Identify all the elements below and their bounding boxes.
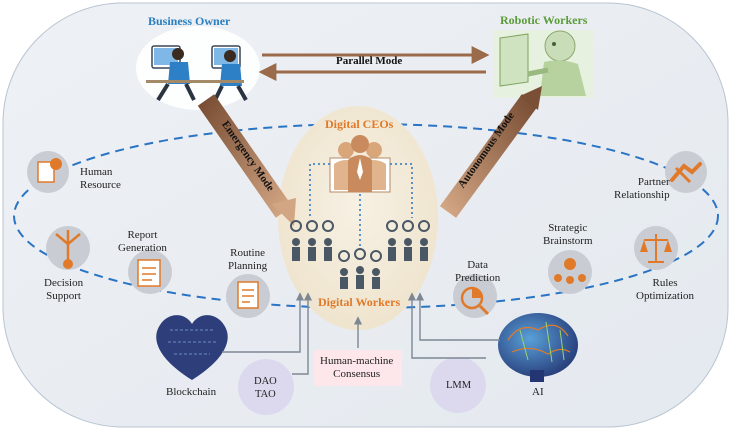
decision-support-icon: [46, 226, 90, 270]
parallel-mode-label: Parallel Mode: [336, 55, 403, 67]
robotic-workers-label: Robotic Workers: [500, 13, 588, 27]
dao-tao-circle: [238, 359, 294, 415]
data-prediction-label: Data Prediction: [455, 259, 501, 284]
rules-optimization-icon: [634, 226, 678, 270]
routine-planning-label: Routine Planning: [228, 247, 268, 272]
ai-brain-icon: [498, 313, 578, 382]
human-resource-label: Human Resource: [80, 166, 121, 191]
blockchain-icon: [156, 315, 228, 380]
report-generation-icon: [128, 250, 172, 294]
digital-ceos-label: Digital CEOs: [325, 117, 394, 131]
strategic-brainstorm-label: Strategic Brainstorm: [543, 222, 593, 247]
partner-relationship-label: Partner Relationship: [614, 176, 670, 201]
strategic-brainstorm-icon: [548, 250, 592, 294]
blockchain-label: Blockchain: [166, 386, 217, 398]
business-owner-label: Business Owner: [148, 14, 231, 28]
business-owner-illustration: [136, 26, 260, 110]
digital-workers-icon: [290, 220, 430, 289]
digital-ceos-icon: [329, 135, 391, 193]
ai-label: AI: [532, 386, 544, 398]
ceo-oval: [278, 106, 438, 330]
digital-workers-label: Digital Workers: [318, 295, 401, 309]
lmm-circle: [430, 357, 486, 413]
consensus-label: Human-machine Consensus: [320, 355, 394, 380]
rules-optimization-label: Rules Optimization: [636, 277, 695, 302]
autonomous-mode-arrow: [439, 86, 542, 218]
decision-support-label: Decision Support: [44, 277, 84, 302]
routine-planning-icon: [226, 274, 270, 318]
partner-relationship-icon: [665, 151, 707, 193]
dao-tao-label: DAO TAO: [254, 376, 277, 400]
lmm-label: LMM: [446, 380, 472, 391]
human-resource-icon: [27, 151, 69, 193]
parallel-mode-arrows: [258, 46, 490, 81]
robotic-workers-illustration: [494, 30, 594, 98]
ceo-connectors: [309, 163, 413, 246]
emergency-mode-arrow: [197, 94, 296, 226]
report-generation-label: Report Generation: [118, 229, 167, 254]
data-prediction-icon: [453, 274, 497, 318]
bottom-connectors: [222, 292, 500, 375]
consensus-box: [314, 350, 402, 386]
